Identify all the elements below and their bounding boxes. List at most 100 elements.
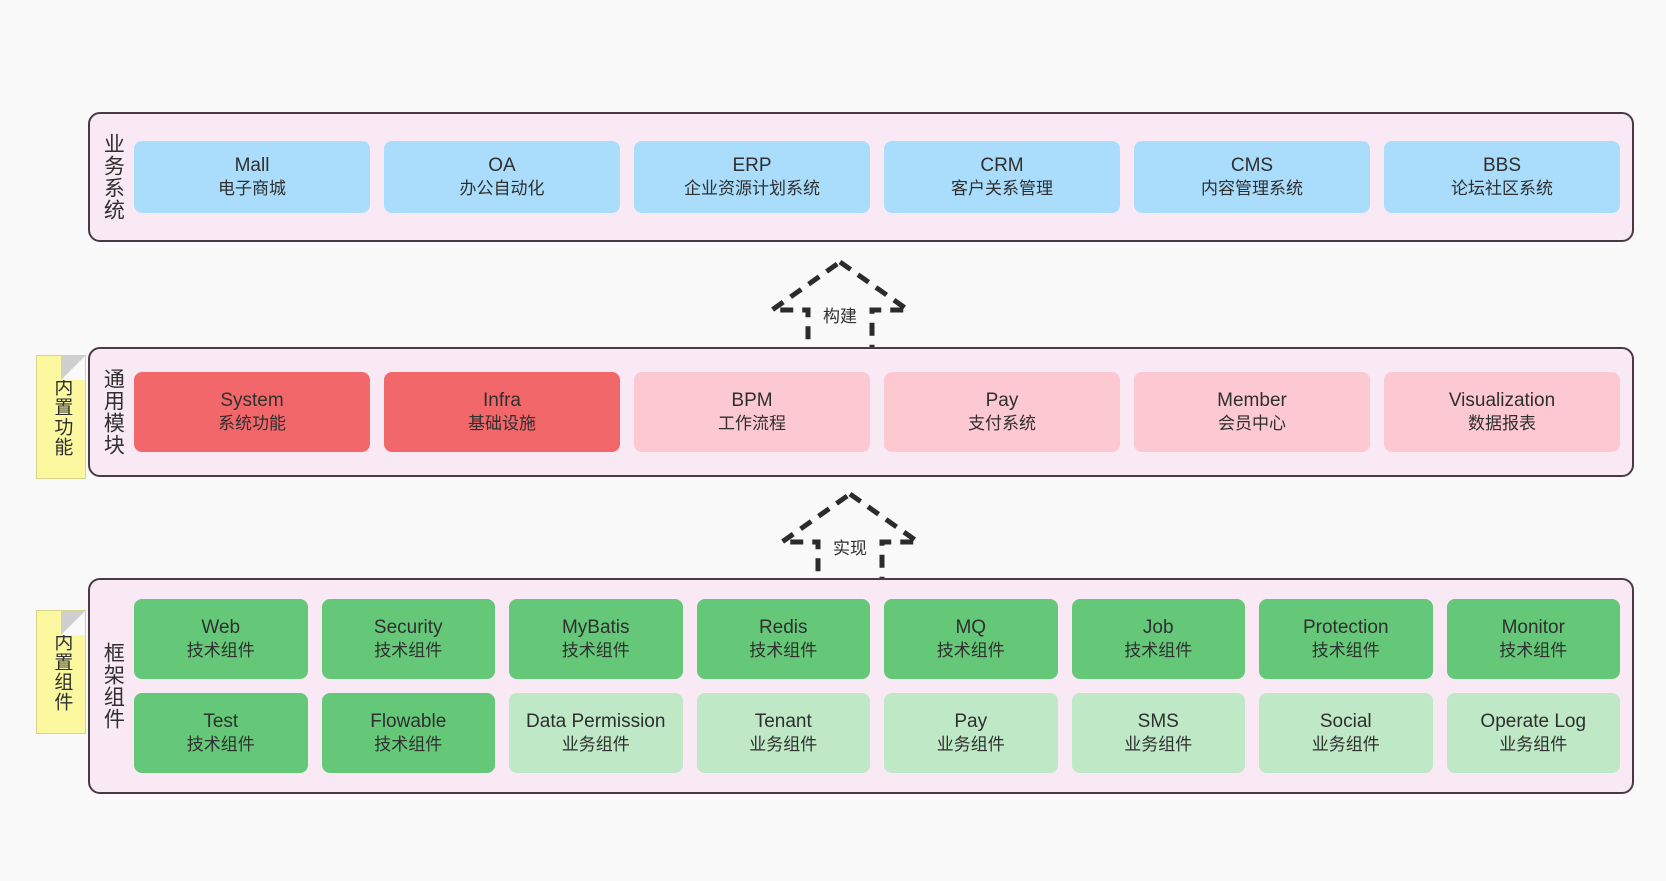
card-subtitle: 技术组件	[1311, 641, 1380, 661]
card-title: Security	[373, 616, 443, 638]
card-subtitle: 内容管理系统	[1201, 179, 1303, 199]
card-sms[interactable]: SMS 业务组件	[1071, 693, 1245, 773]
card-test[interactable]: Test 技术组件	[134, 693, 308, 773]
card-infra[interactable]: Infra 基础设施	[384, 372, 620, 452]
card-system[interactable]: System 系统功能	[134, 372, 370, 452]
card-title: Test	[203, 710, 239, 732]
card-subtitle: 电子商城	[218, 179, 286, 199]
card-subtitle: 办公自动化	[459, 179, 545, 199]
card-monitor[interactable]: Monitor 技术组件	[1446, 599, 1620, 679]
card-title: Pay	[954, 710, 988, 732]
card-title: Visualization	[1448, 389, 1556, 411]
card-title: Operate Log	[1480, 710, 1587, 732]
card-job[interactable]: Job 技术组件	[1071, 599, 1245, 679]
card-title: Mall	[234, 154, 270, 176]
card-subtitle: 系统功能	[218, 414, 286, 434]
card-visualization[interactable]: Visualization 数据报表	[1384, 372, 1620, 452]
card-row: Mall 电子商城 OA 办公自动化 ERP 企业资源计划系统 CRM 客户关系…	[134, 141, 1620, 213]
card-title: Web	[201, 616, 241, 638]
card-subtitle: 业务组件	[1311, 735, 1380, 755]
card-row: Test 技术组件 Flowable 技术组件 Data Permission …	[134, 693, 1620, 773]
card-social[interactable]: Social 业务组件	[1259, 693, 1433, 773]
card-subtitle: 业务组件	[1499, 735, 1568, 755]
card-protection[interactable]: Protection 技术组件	[1259, 599, 1433, 679]
card-title: Job	[1142, 616, 1174, 638]
card-subtitle: 技术组件	[186, 735, 255, 755]
card-web[interactable]: Web 技术组件	[134, 599, 308, 679]
sticky-note-builtin-function: 内置功能	[36, 355, 86, 479]
card-tenant[interactable]: Tenant 业务组件	[696, 693, 870, 773]
card-title: CMS	[1230, 154, 1274, 176]
sticky-note-builtin-component: 内置组件	[36, 610, 86, 734]
card-subtitle: 技术组件	[749, 641, 818, 661]
card-oa[interactable]: OA 办公自动化	[384, 141, 620, 213]
arrow-label-realize: 实现	[833, 539, 867, 558]
card-title: Tenant	[754, 710, 812, 732]
card-subtitle: 业务组件	[749, 735, 818, 755]
arrow-realize: 实现	[770, 490, 930, 589]
card-subtitle: 技术组件	[374, 735, 443, 755]
card-pay-component[interactable]: Pay 业务组件	[884, 693, 1058, 773]
card-mall[interactable]: Mall 电子商城	[134, 141, 370, 213]
card-subtitle: 技术组件	[561, 641, 630, 661]
card-title: SMS	[1137, 710, 1179, 732]
layer-common-module: 通用模块 System 系统功能 Infra 基础设施 BPM 工作流程 Pay…	[88, 347, 1634, 477]
card-title: CRM	[980, 154, 1024, 176]
card-subtitle: 客户关系管理	[951, 179, 1053, 199]
card-title: System	[220, 389, 284, 411]
card-subtitle: 业务组件	[1124, 735, 1193, 755]
card-subtitle: 工作流程	[718, 414, 786, 434]
card-subtitle: 支付系统	[968, 414, 1036, 434]
card-pay[interactable]: Pay 支付系统	[884, 372, 1120, 452]
card-title: Social	[1319, 710, 1372, 732]
card-title: Redis	[758, 616, 808, 638]
card-row: Web 技术组件 Security 技术组件 MyBatis 技术组件 Redi…	[134, 599, 1620, 679]
card-operate-log[interactable]: Operate Log 业务组件	[1446, 693, 1620, 773]
card-subtitle: 技术组件	[374, 641, 443, 661]
card-title: Monitor	[1501, 616, 1565, 638]
card-cms[interactable]: CMS 内容管理系统	[1134, 141, 1370, 213]
card-title: Pay	[985, 389, 1019, 411]
card-data-permission[interactable]: Data Permission 业务组件	[509, 693, 683, 773]
layer-body-business: Mall 电子商城 OA 办公自动化 ERP 企业资源计划系统 CRM 客户关系…	[134, 114, 1632, 240]
card-title: BBS	[1482, 154, 1522, 176]
layer-framework-component: 框架组件 Web 技术组件 Security 技术组件 MyBatis 技术组件…	[88, 578, 1634, 794]
dashed-up-arrow-icon	[774, 490, 926, 589]
layer-title-common: 通用模块	[101, 368, 125, 456]
card-erp[interactable]: ERP 企业资源计划系统	[634, 141, 870, 213]
card-bpm[interactable]: BPM 工作流程	[634, 372, 870, 452]
layer-title-framework: 框架组件	[101, 642, 125, 730]
card-mybatis[interactable]: MyBatis 技术组件	[509, 599, 683, 679]
card-subtitle: 技术组件	[1499, 641, 1568, 661]
card-subtitle: 企业资源计划系统	[684, 179, 820, 199]
card-title: Protection	[1302, 616, 1389, 638]
layer-body-common: System 系统功能 Infra 基础设施 BPM 工作流程 Pay 支付系统…	[134, 349, 1632, 475]
card-mq[interactable]: MQ 技术组件	[884, 599, 1058, 679]
card-subtitle: 论坛社区系统	[1451, 179, 1553, 199]
card-subtitle: 业务组件	[936, 735, 1005, 755]
card-title: ERP	[732, 154, 772, 176]
layer-body-framework: Web 技术组件 Security 技术组件 MyBatis 技术组件 Redi…	[134, 580, 1632, 792]
dashed-up-arrow-icon	[764, 258, 916, 357]
card-subtitle: 技术组件	[936, 641, 1005, 661]
card-title: Member	[1217, 389, 1287, 411]
layer-title-business: 业务系统	[101, 133, 125, 221]
card-title: Flowable	[370, 710, 447, 732]
card-subtitle: 会员中心	[1218, 414, 1286, 434]
card-row: System 系统功能 Infra 基础设施 BPM 工作流程 Pay 支付系统…	[134, 372, 1620, 452]
card-subtitle: 基础设施	[468, 414, 536, 434]
card-flowable[interactable]: Flowable 技术组件	[321, 693, 495, 773]
card-title: Infra	[482, 389, 522, 411]
card-bbs[interactable]: BBS 论坛社区系统	[1384, 141, 1620, 213]
card-subtitle: 技术组件	[186, 641, 255, 661]
card-title: MyBatis	[561, 616, 630, 638]
card-security[interactable]: Security 技术组件	[321, 599, 495, 679]
card-subtitle: 技术组件	[1124, 641, 1193, 661]
card-title: Data Permission	[526, 710, 666, 732]
card-member[interactable]: Member 会员中心	[1134, 372, 1370, 452]
card-crm[interactable]: CRM 客户关系管理	[884, 141, 1120, 213]
card-redis[interactable]: Redis 技术组件	[696, 599, 870, 679]
card-title: BPM	[731, 389, 773, 411]
card-subtitle: 业务组件	[561, 735, 630, 755]
